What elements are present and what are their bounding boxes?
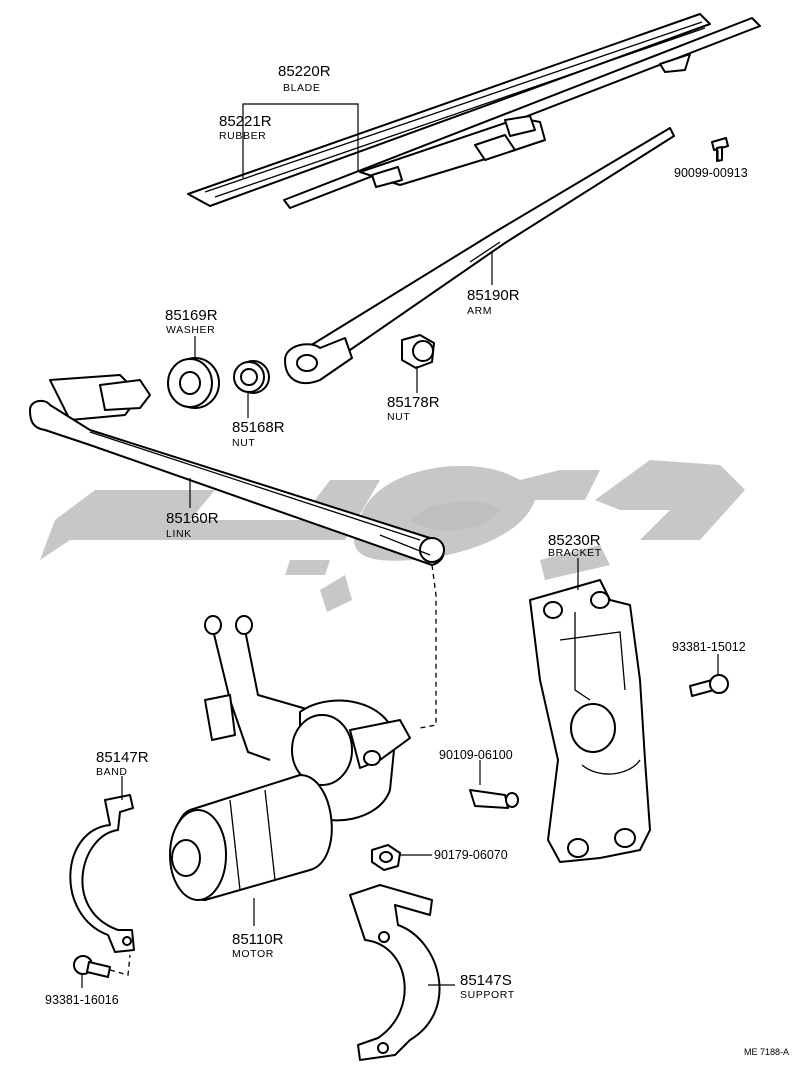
part-name-bracket: BRACKET	[548, 547, 602, 559]
part-number-link: 85160R	[166, 510, 219, 527]
part-number-bolt-93381-16016: 93381-16016	[45, 993, 119, 1007]
part-number-arm: 85190R	[467, 287, 520, 304]
band-bolt-dash	[109, 954, 131, 976]
diagram-code: ME 7188-A	[744, 1047, 789, 1057]
part-number-rubber: 85221R	[219, 113, 272, 130]
wiper-link	[29, 374, 445, 566]
part-name-link: LINK	[166, 528, 192, 540]
part-name-washer: WASHER	[166, 324, 215, 336]
part-number-bolt-90109: 90109-06100	[439, 748, 513, 762]
labels: 85220R BLADE 85221R RUBBER 90099-00913 8…	[45, 63, 789, 1057]
part-number-band: 85147R	[96, 749, 149, 766]
part-number-bracket: 85230R	[548, 532, 601, 549]
nut-85178-icon	[401, 334, 435, 369]
part-number-support: 85147S	[460, 972, 512, 989]
part-number-motor: 85110R	[232, 931, 284, 948]
bolt-90109-icon	[469, 789, 519, 809]
wiper-arm	[284, 127, 675, 385]
part-name-band: BAND	[96, 766, 128, 778]
part-number-bolt-93381-15012: 93381-15012	[672, 640, 746, 654]
part-name-arm: ARM	[467, 305, 492, 317]
part-name-blade: BLADE	[283, 82, 320, 94]
part-name-nut-85178: NUT	[387, 411, 410, 423]
part-number-nut-85168: 85168R	[232, 419, 285, 436]
part-number-washer: 85169R	[165, 307, 218, 324]
link-connection-dash	[419, 564, 437, 729]
part-name-motor: MOTOR	[232, 948, 274, 960]
bracket-icon	[529, 579, 651, 863]
nut-85168-icon	[233, 360, 270, 394]
wiper-blade	[187, 13, 761, 209]
part-name-nut-85168: NUT	[232, 437, 255, 449]
wiper-motor-icon	[169, 615, 411, 901]
washer-icon	[167, 357, 220, 409]
part-number-blade: 85220R	[278, 63, 331, 80]
bolt-93381-16016-icon	[73, 955, 111, 978]
bolt-93381-15012-icon	[689, 674, 729, 697]
support-icon	[349, 884, 441, 1061]
part-number-nut-90179: 90179-06070	[434, 848, 508, 862]
part-number-screw-top: 90099-00913	[674, 166, 748, 180]
screw-top-icon	[711, 137, 729, 162]
nut-90179-icon	[371, 844, 401, 871]
part-name-support: SUPPORT	[460, 989, 515, 1001]
part-name-rubber: RUBBER	[219, 130, 266, 142]
band-icon	[69, 794, 135, 953]
leader-lines	[81, 103, 719, 988]
part-number-nut-85178: 85178R	[387, 394, 440, 411]
